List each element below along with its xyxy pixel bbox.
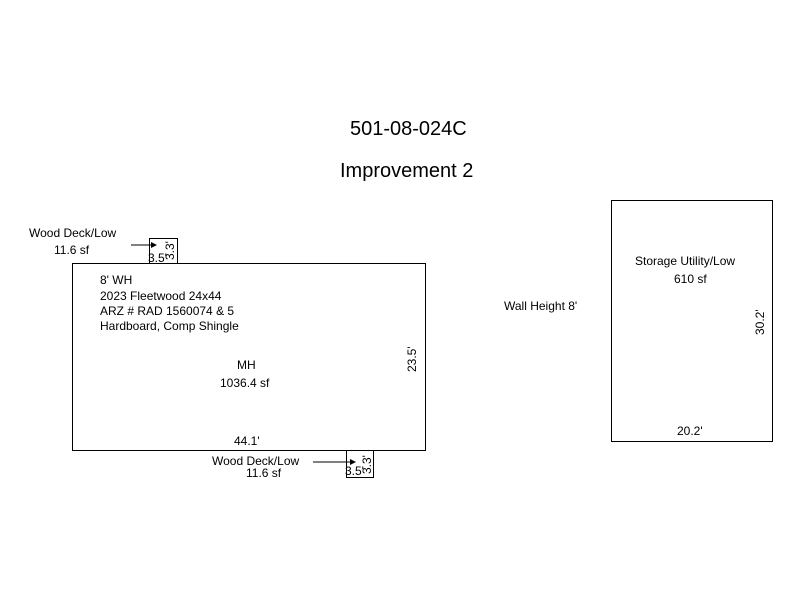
deck-bottom-area: 11.6 sf xyxy=(246,466,282,480)
storage-wall-height-note: Wall Height 8' xyxy=(504,299,578,313)
main-wall-height: 8' WH xyxy=(100,273,133,287)
deck-bottom-depth: 3.3' xyxy=(360,455,374,474)
deck-top-width: 3.5' xyxy=(148,251,167,265)
main-structure-outline xyxy=(72,263,426,451)
main-materials: Hardboard, Comp Shingle xyxy=(100,319,239,333)
parcel-id: 501-08-024C xyxy=(350,118,467,140)
storage-depth-dimension: 30.2' xyxy=(753,309,767,335)
storage-area: 610 sf xyxy=(674,272,707,286)
deck-bottom-name: Wood Deck/Low xyxy=(212,454,300,468)
deck-bottom-box xyxy=(346,450,374,478)
main-type: MH xyxy=(237,358,256,372)
improvement-title: Improvement 2 xyxy=(340,160,474,182)
deck-top-name: Wood Deck/Low xyxy=(29,226,117,240)
main-arz: ARZ # RAD 1560074 & 5 xyxy=(100,304,235,318)
main-width-dimension: 44.1' xyxy=(234,434,260,448)
deck-bottom-width: 3.5' xyxy=(345,464,364,478)
main-model: 2023 Fleetwood 24x44 xyxy=(100,289,222,303)
main-area: 1036.4 sf xyxy=(220,376,270,390)
deck-top-area: 11.6 sf xyxy=(54,243,90,257)
storage-name: Storage Utility/Low xyxy=(635,254,736,268)
storage-structure-outline xyxy=(611,200,773,442)
storage-width-dimension: 20.2' xyxy=(677,424,703,438)
